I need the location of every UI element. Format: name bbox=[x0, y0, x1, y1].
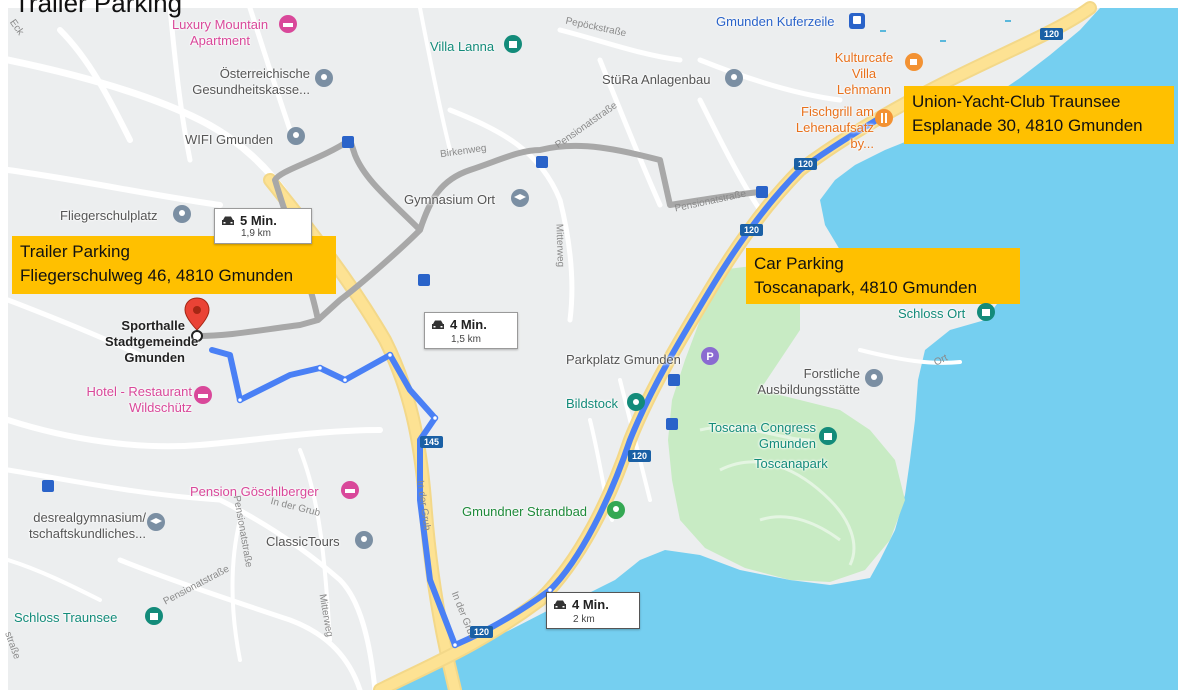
restaurant-pin-icon[interactable] bbox=[874, 108, 894, 128]
poi-hotel-wildschuetz[interactable]: Hotel - Restaurant Wildschütz bbox=[86, 384, 193, 415]
park-path bbox=[699, 425, 811, 442]
route-time-box-1[interactable]: 5 Min. 1,9 km bbox=[214, 208, 312, 244]
hotel-pin-icon[interactable] bbox=[193, 385, 213, 405]
landmark-pin-icon[interactable] bbox=[626, 392, 646, 412]
minor-roads bbox=[4, 5, 962, 690]
parking-pin-icon[interactable]: P bbox=[700, 346, 720, 366]
bus-stop-icon bbox=[666, 418, 678, 430]
callout-car-parking: Car Parking Toscanapark, 4810 Gmunden bbox=[746, 248, 1020, 304]
route-time: 5 Min. bbox=[240, 213, 277, 228]
bus-stop-icon bbox=[756, 186, 768, 198]
route-distance: 2 km bbox=[573, 614, 595, 625]
poi-stura[interactable]: StüRa Anlagenbau bbox=[602, 72, 711, 87]
poi-parkplatz-gmunden[interactable]: Parkplatz Gmunden bbox=[566, 352, 681, 367]
school-pin-icon[interactable] bbox=[146, 512, 166, 532]
beach-pin-icon[interactable] bbox=[606, 500, 626, 520]
poi-gymnasium-ort[interactable]: Gymnasium Ort bbox=[404, 192, 496, 207]
poi-gmunden-kuferzeile[interactable]: Gmunden Kuferzeile bbox=[716, 14, 835, 29]
callout-yacht-club: Union-Yacht-Club Traunsee Esplanade 30, … bbox=[904, 86, 1174, 144]
bus-stop-icon bbox=[342, 136, 354, 148]
callout-car-line2: Toscanapark, 4810 Gmunden bbox=[754, 278, 978, 297]
poi-villa-lanna[interactable]: Villa Lanna bbox=[430, 39, 495, 54]
road-shield-145: 145 bbox=[420, 436, 444, 448]
lake-dots bbox=[880, 20, 1011, 42]
callout-trailer-line2: Fliegerschulweg 46, 4810 Gmunden bbox=[20, 266, 294, 285]
callout-yacht-line1: Union-Yacht-Club Traunsee bbox=[912, 92, 1121, 111]
hotel-pin-icon[interactable] bbox=[278, 14, 298, 34]
road-shield-120: 120 bbox=[628, 450, 652, 462]
poi-pension-goeschlberger[interactable]: Pension Göschlberger bbox=[190, 484, 319, 499]
car-icon bbox=[222, 216, 234, 225]
park-path bbox=[759, 515, 841, 542]
route-distance: 1,9 km bbox=[241, 228, 272, 239]
business-pin-icon[interactable] bbox=[724, 68, 744, 88]
poi-forstliche[interactable]: Forstliche Ausbildungsstätte bbox=[757, 366, 860, 397]
callout-car-line1: Car Parking bbox=[754, 254, 844, 273]
park-path bbox=[719, 460, 856, 566]
bus-stop-icon bbox=[42, 480, 54, 492]
place-pin-icon[interactable] bbox=[354, 530, 374, 550]
route-time: 4 Min. bbox=[450, 317, 487, 332]
poi-oegk[interactable]: Österreichische Gesundheitskasse... bbox=[192, 66, 310, 97]
callout-trailer-parking: Trailer Parking Fliegerschulweg 46, 4810… bbox=[12, 236, 336, 294]
page-title: Trailer Parking bbox=[14, 0, 183, 18]
poi-fischgrill[interactable]: Fischgrill am Lehenaufsatz by... bbox=[795, 104, 874, 151]
route-distance: 1,5 km bbox=[451, 334, 482, 345]
poi-schloss-traunsee[interactable]: Schloss Traunsee bbox=[14, 610, 118, 625]
car-icon bbox=[432, 320, 444, 329]
route-time-box-2[interactable]: 4 Min. 1,5 km bbox=[424, 312, 518, 349]
route-nodes bbox=[236, 351, 554, 649]
poi-wifi-gmunden[interactable]: WIFI Gmunden bbox=[185, 132, 274, 147]
park-toscanapark bbox=[668, 265, 905, 582]
place-pin-icon[interactable] bbox=[864, 368, 884, 388]
castle-pin-icon[interactable] bbox=[503, 34, 523, 54]
poi-bildstock[interactable]: Bildstock bbox=[566, 396, 619, 411]
bus-stop-icon bbox=[536, 156, 548, 168]
cafe-pin-icon[interactable] bbox=[904, 52, 924, 72]
car-icon bbox=[554, 600, 566, 609]
road-shield-120: 120 bbox=[794, 158, 818, 170]
castle-pin-icon[interactable] bbox=[976, 302, 996, 322]
road-shield-120: 120 bbox=[740, 224, 764, 236]
svg-text:P: P bbox=[706, 351, 713, 363]
road-shield-120: 120 bbox=[1040, 28, 1064, 40]
poi-toscanapark[interactable]: Toscanapark bbox=[754, 456, 828, 471]
castle-pin-icon[interactable] bbox=[818, 426, 838, 446]
route-active bbox=[209, 112, 888, 648]
bus-stop-icon bbox=[418, 274, 430, 286]
route-time-box-3[interactable]: 4 Min. 2 km bbox=[546, 592, 640, 629]
health-pin-icon[interactable] bbox=[314, 68, 334, 88]
poi-gmundner-strandbad[interactable]: Gmundner Strandbad bbox=[462, 504, 588, 519]
school-pin-icon[interactable] bbox=[510, 188, 530, 208]
callout-yacht-line2: Esplanade 30, 4810 Gmunden bbox=[912, 116, 1143, 135]
lake-traunsee bbox=[380, 8, 1178, 690]
wifi-pin-icon[interactable] bbox=[286, 126, 306, 146]
place-pin-icon[interactable] bbox=[172, 204, 192, 224]
route-time: 4 Min. bbox=[572, 597, 609, 612]
castle-pin-icon[interactable] bbox=[144, 606, 164, 626]
poi-classictours[interactable]: ClassicTours bbox=[266, 534, 340, 549]
poi-toscana-congress[interactable]: Toscana Congress Gmunden bbox=[708, 420, 816, 451]
hotel-pin-icon[interactable] bbox=[340, 480, 360, 500]
train-station-icon[interactable] bbox=[848, 12, 866, 30]
callout-trailer-line1: Trailer Parking bbox=[20, 242, 130, 261]
poi-sporthalle[interactable]: Sporthalle Stadtgemeinde Gmunden bbox=[105, 318, 199, 365]
poi-luxury-mountain-apartment[interactable]: Luxury Mountain Apartment bbox=[171, 17, 269, 48]
poi-realgymnasium[interactable]: desrealgymnasium/ tschaftskundliches... bbox=[28, 510, 146, 541]
poi-fliegerschulplatz[interactable]: Fliegerschulplatz bbox=[60, 208, 158, 223]
poi-kulturcafe[interactable]: Kulturcafe Villa Lehmann bbox=[834, 50, 894, 97]
poi-schloss-ort[interactable]: Schloss Ort bbox=[898, 306, 966, 321]
bus-stop-icon bbox=[668, 374, 680, 386]
destination-pin-icon[interactable] bbox=[184, 297, 210, 342]
street-label: Mitterweg bbox=[553, 223, 566, 268]
road-shield-120: 120 bbox=[470, 626, 494, 638]
